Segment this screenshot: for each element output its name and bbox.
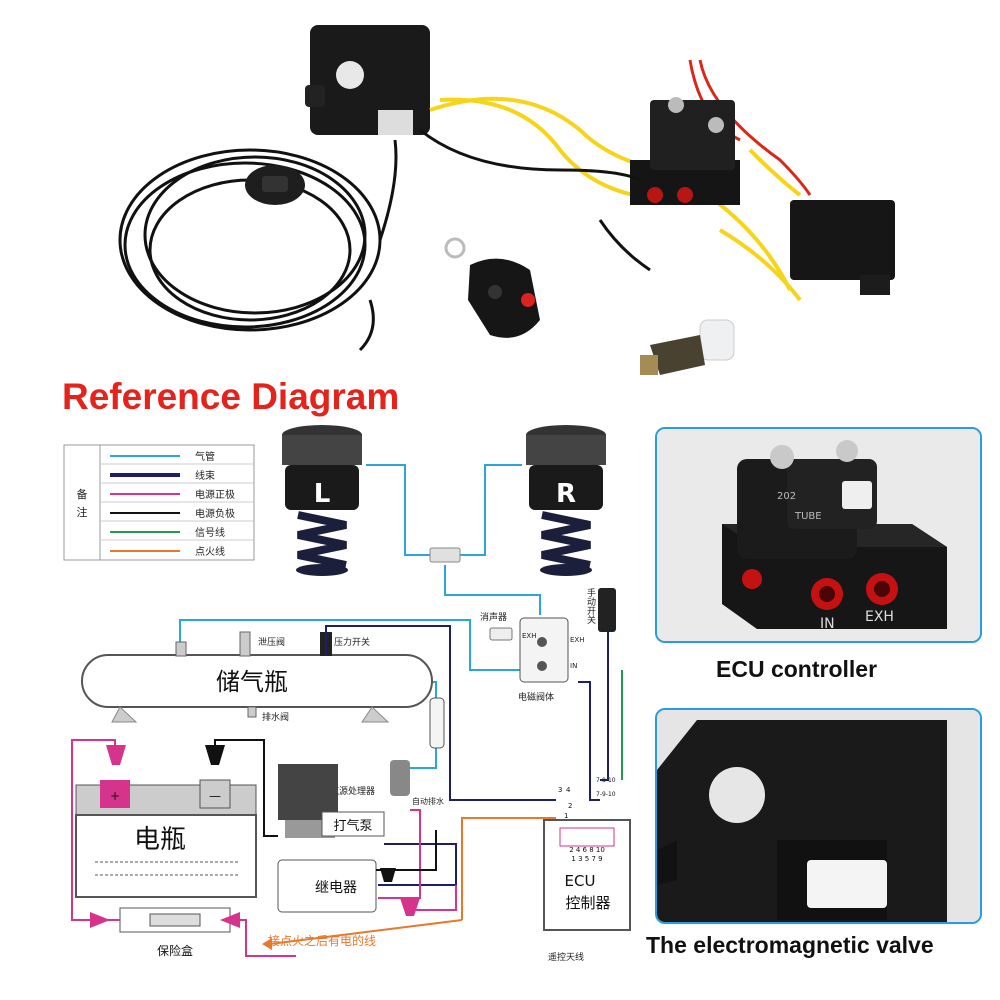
- water-separator: 汽源处理器 自动排水: [330, 697, 445, 806]
- air-pump: 打气泵: [278, 764, 385, 838]
- card-tube-label: TUBE: [794, 511, 822, 522]
- electromagnetic-valve-photo: [655, 708, 982, 924]
- legend-item-label: 气管: [195, 450, 215, 463]
- black-cables: [419, 128, 651, 272]
- water-separator-label: 汽源处理器: [330, 785, 375, 797]
- ecu-pin-d: 4: [566, 786, 571, 794]
- valve-in-label: IN: [570, 662, 577, 670]
- legend-item-label: 线束: [195, 469, 215, 482]
- legend-item-label: 信号线: [195, 526, 225, 539]
- wiring-lines: [71, 625, 623, 957]
- ecu-controller-caption: ECU controller: [716, 656, 878, 682]
- legend: 备 注 气管 线束 电源正极 电源负极 信号线 点火线: [63, 444, 255, 561]
- solenoid-valve-block: 消声器 EXH EXH IN 电磁阀体: [480, 611, 584, 703]
- auto-drain-label: 自动排水: [412, 796, 444, 806]
- control-box: [305, 25, 430, 135]
- air-spring-right: R: [526, 425, 606, 576]
- ecu-box: 2 4 6 8 10 1 3 5 7 9 ECU 控制器 遥控天线 7-8-10…: [543, 777, 631, 963]
- battery-minus-label: —: [209, 789, 221, 803]
- ecu-label-1: ECU: [565, 872, 596, 890]
- relief-valve-label: 泄压阀: [258, 636, 285, 648]
- ecu-pins-top: 2 4 6 8 10: [569, 846, 605, 854]
- legend-group-label: 备: [77, 487, 88, 501]
- ecu-controller-image: IN EXH TUBE 202: [657, 429, 980, 641]
- legend-group-label-2: 注: [77, 505, 88, 519]
- rocker-switch: [245, 165, 305, 205]
- valve-exh-side-label: EXH: [570, 636, 584, 644]
- ecu-pin-e: 1: [564, 812, 568, 820]
- mini-valve: [630, 97, 740, 205]
- relay-label: 继电器: [315, 880, 357, 896]
- wiring-diagram: 备 注 气管 线束 电源正极 电源负极 信号线 点火线 L R: [63, 425, 631, 963]
- battery: + — 电瓶: [75, 779, 257, 898]
- pressure-switch-label: 压力开关: [334, 636, 370, 648]
- tank-label: 储气瓶: [216, 668, 288, 696]
- ignition-arrow: [262, 938, 272, 950]
- legend-item-label: 电源负极: [195, 507, 235, 520]
- ecu-controller-photo: IN EXH TUBE 202: [655, 427, 982, 643]
- air-tubes: [179, 464, 541, 769]
- ecu-pin-f: 2: [568, 802, 572, 810]
- relay: [790, 200, 895, 295]
- electromagnetic-valve-caption: The electromagnetic valve: [646, 932, 934, 958]
- electromagnetic-valve-image: [657, 710, 980, 922]
- pressure-switch-part: [640, 319, 735, 375]
- manual-switch-label: 手动开关: [585, 587, 596, 625]
- ignition-line-label: 接点火之后有电的线: [268, 933, 376, 948]
- ecu-pin-c: 3: [558, 786, 562, 794]
- page-title: Reference Diagram: [62, 376, 400, 417]
- air-tank: 泄压阀 压力开关 储气瓶 排水阀: [81, 631, 433, 723]
- product-photo: [118, 25, 895, 375]
- spring-left-label: L: [314, 479, 331, 509]
- relay-diagram: 继电器: [277, 859, 377, 913]
- drain-valve-label: 排水阀: [262, 711, 289, 723]
- pump-label: 打气泵: [333, 818, 372, 834]
- antenna-label: 遥控天线: [548, 951, 584, 963]
- legend-item-label: 点火线: [195, 545, 225, 558]
- spring-right-label: R: [556, 479, 576, 509]
- valve-body-label: 电磁阀体: [518, 691, 554, 703]
- manual-switch: 手动开关: [585, 587, 616, 632]
- ecu-pin-b: 7-9-10: [596, 791, 616, 798]
- ecu-pins-bottom: 1 3 5 7 9: [571, 855, 602, 863]
- card-in-label: IN: [820, 616, 835, 632]
- tee-fitting: [429, 547, 461, 563]
- card-202-label: 202: [777, 491, 796, 502]
- fuse-box-label: 保险盒: [157, 943, 193, 958]
- battery-label: 电瓶: [134, 825, 186, 855]
- muffler-label: 消声器: [480, 611, 507, 623]
- fuse-box: 保险盒: [119, 907, 231, 958]
- air-spring-left: L: [282, 425, 362, 576]
- battery-plus-label: +: [110, 789, 120, 803]
- valve-exh-label: EXH: [522, 632, 536, 640]
- ecu-label-2: 控制器: [565, 894, 610, 912]
- legend-item-label: 电源正极: [195, 488, 235, 501]
- remote-fob: [444, 237, 540, 338]
- card-exh-label: EXH: [865, 609, 894, 625]
- terminal-clips: [90, 745, 420, 928]
